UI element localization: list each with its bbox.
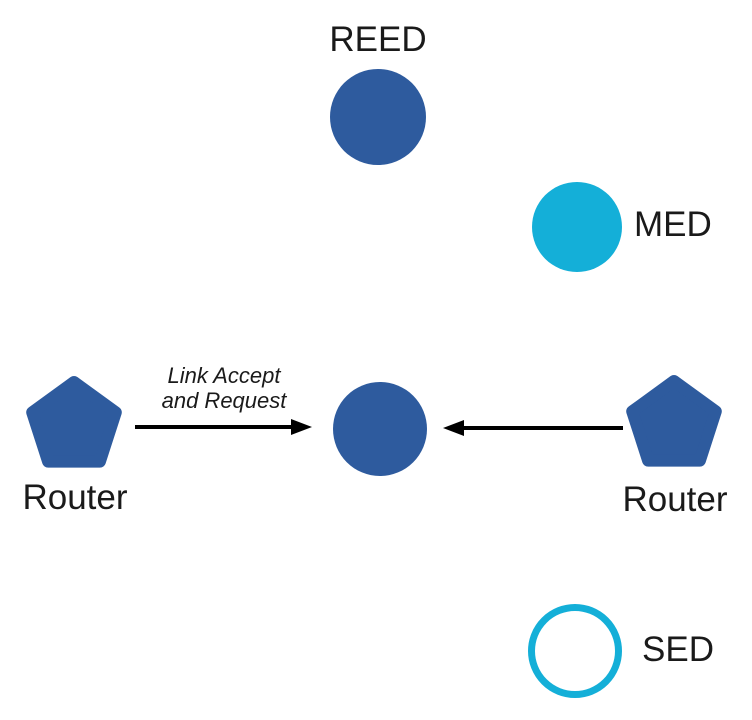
sed-label: SED — [642, 630, 714, 669]
left-arrow — [135, 419, 312, 435]
center-node-circle — [333, 382, 427, 476]
sed-node-circle — [528, 604, 622, 698]
router-right-label: Router — [622, 480, 728, 519]
right-arrowhead-icon — [443, 420, 464, 436]
left-arrowhead-icon — [291, 419, 312, 435]
med-node-circle — [532, 182, 622, 272]
right-arrow — [443, 420, 623, 436]
link-accept-request-label: Link Accept and Request — [122, 363, 326, 413]
edge-label-line1: Link Accept — [167, 363, 281, 388]
router-left-pentagon — [26, 376, 122, 468]
router-left-label: Router — [22, 478, 128, 517]
reed-node-circle — [330, 69, 426, 165]
edge-label-line2: and Request — [161, 388, 287, 413]
med-label: MED — [634, 205, 712, 244]
reed-label: REED — [329, 20, 427, 59]
router-right-pentagon — [626, 375, 722, 467]
